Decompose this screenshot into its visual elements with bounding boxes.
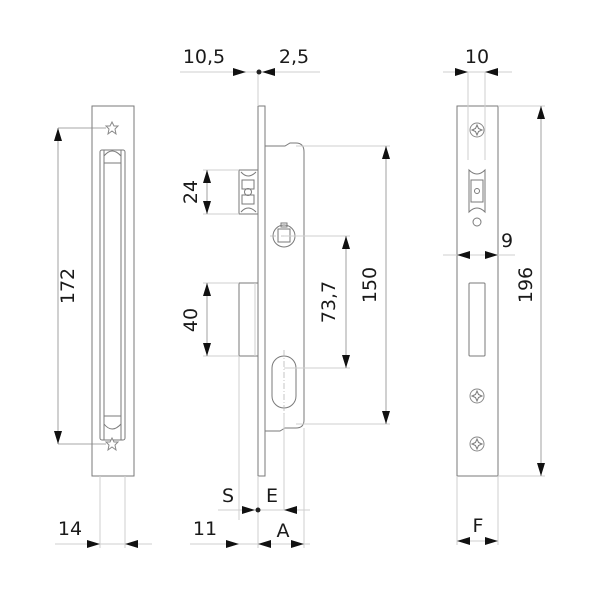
- dim-label-196: 196: [515, 267, 537, 303]
- arrow-right-icon: [455, 68, 468, 76]
- dim-label-s: S: [222, 485, 234, 507]
- arrow-left-icon: [262, 68, 275, 76]
- arrow-right-icon: [485, 251, 498, 259]
- reference-dot: [255, 507, 261, 513]
- dim-label-73-7: 73,7: [318, 281, 340, 323]
- strike-plate-view: 172 14: [54, 105, 152, 548]
- screw-icon: [469, 388, 485, 404]
- arrow-right-icon: [233, 68, 246, 76]
- faceplate-view: 10 9 196 F: [443, 46, 545, 545]
- dim-label-2-5: 2,5: [279, 46, 309, 68]
- dim-label-150: 150: [359, 267, 381, 303]
- dim-label-24: 24: [180, 180, 202, 204]
- arrow-down-icon: [54, 431, 62, 444]
- dim-label-10-5: 10,5: [183, 46, 225, 68]
- latch-bolt: [238, 169, 259, 215]
- reference-dot: [256, 69, 262, 75]
- screw-hole-icon: [104, 120, 120, 136]
- arrow-right-icon: [485, 537, 498, 545]
- arrow-left-icon: [457, 537, 470, 545]
- channel-cap-bottom: [103, 415, 122, 430]
- dead-bolt: [238, 282, 259, 357]
- dim-label-9: 9: [501, 230, 513, 252]
- dim-label-172: 172: [57, 268, 79, 304]
- arrow-down-icon: [537, 463, 545, 476]
- screw-icon: [469, 436, 485, 452]
- arrow-down-icon: [382, 411, 390, 424]
- arrow-right-icon: [242, 506, 255, 514]
- arrow-left-icon: [284, 506, 297, 514]
- arrow-left-icon: [258, 540, 271, 548]
- faceplate-strip: [257, 105, 266, 477]
- dim-label-40: 40: [180, 308, 202, 332]
- dim-label-f: F: [473, 515, 484, 537]
- dim-label-14: 14: [58, 518, 82, 540]
- latch-face: [468, 168, 486, 227]
- arrow-up-icon: [54, 128, 62, 141]
- arrow-left-icon: [125, 540, 138, 548]
- arrow-down-icon: [203, 343, 211, 356]
- lock-side-view: 10,5 2,5 24 40 73,7 150 S: [180, 46, 390, 548]
- dim-label-11: 11: [193, 518, 217, 540]
- arrow-down-icon: [342, 355, 350, 368]
- dim-label-10: 10: [465, 46, 489, 68]
- latch-body: [238, 169, 259, 215]
- arrow-left-icon: [485, 68, 498, 76]
- arrow-right-icon: [87, 540, 100, 548]
- arrow-up-icon: [342, 236, 350, 249]
- arrow-up-icon: [203, 283, 211, 296]
- strike-plate-outline: [91, 105, 135, 477]
- arrow-left-icon: [457, 251, 470, 259]
- arrow-right-icon: [226, 540, 239, 548]
- arrow-down-icon: [203, 201, 211, 214]
- dim-label-a: A: [277, 520, 290, 542]
- lock-case-outline: [265, 142, 305, 432]
- arrow-right-icon: [291, 540, 304, 548]
- faceplate-outline: [456, 105, 499, 477]
- arrow-up-icon: [203, 170, 211, 183]
- spindle-hole: [272, 222, 296, 248]
- dim-label-e: E: [266, 485, 278, 507]
- channel-cap-top: [103, 150, 122, 164]
- arrow-up-icon: [382, 146, 390, 159]
- screw-icon: [469, 122, 485, 138]
- bolt-slot: [468, 282, 486, 357]
- arrow-up-icon: [537, 106, 545, 119]
- screw-hole-icon: [104, 436, 120, 452]
